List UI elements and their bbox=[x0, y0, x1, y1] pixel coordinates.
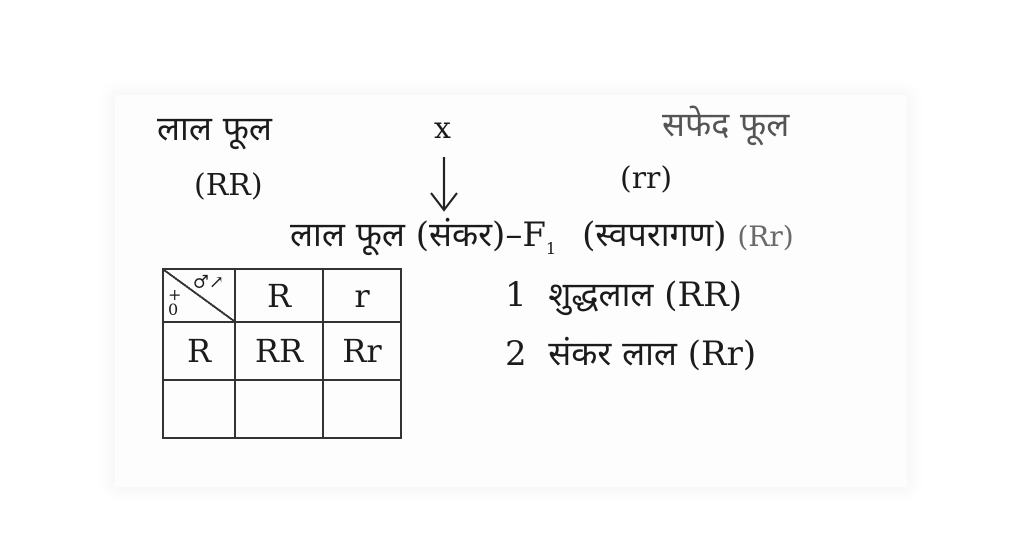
cell-empty-1 bbox=[234, 379, 324, 439]
f1-subscript: 1 bbox=[545, 239, 557, 258]
col-header-r: r bbox=[322, 268, 402, 323]
col-header-R: R bbox=[234, 268, 324, 323]
cell-RR: RR bbox=[234, 321, 324, 381]
male-symbol: ♂︎↗ bbox=[192, 272, 224, 293]
cell-empty-2 bbox=[322, 379, 402, 439]
row-header-empty bbox=[162, 379, 236, 439]
parent-left-genotype: (RR) bbox=[194, 168, 263, 203]
result-text: शुद्धलाल (RR) bbox=[548, 275, 742, 315]
result-count: 1 bbox=[505, 275, 527, 315]
result-count: 2 bbox=[505, 334, 527, 374]
row-header-R: R bbox=[162, 321, 236, 381]
result-line-2: 2 संकर लाल (Rr) bbox=[505, 337, 756, 371]
punnett-square: ♂︎↗ +0 R r R RR Rr bbox=[162, 268, 402, 439]
result-text: संकर लाल (Rr) bbox=[548, 334, 757, 374]
f1-genotype: (Rr) bbox=[737, 220, 794, 253]
f1-label: लाल फूल (संकर)–F bbox=[290, 215, 546, 255]
result-line-1: 1 शुद्धलाल (RR) bbox=[505, 278, 742, 312]
parent-right-label: सफेद फूल bbox=[662, 105, 790, 145]
punnett-corner: ♂︎↗ +0 bbox=[162, 268, 236, 323]
f1-line: लाल फूल (संकर)–F1 (स्वपरागण) (Rr) bbox=[290, 218, 794, 257]
cell-Rr: Rr bbox=[322, 321, 402, 381]
female-symbol: +0 bbox=[168, 285, 182, 319]
parent-right-genotype: (rr) bbox=[620, 161, 673, 196]
f1-selfing: (स्वपरागण) bbox=[582, 215, 727, 255]
cross-symbol: x bbox=[434, 111, 451, 146]
down-arrow-icon bbox=[430, 157, 458, 212]
parent-left-label: लाल फूल bbox=[157, 109, 272, 149]
